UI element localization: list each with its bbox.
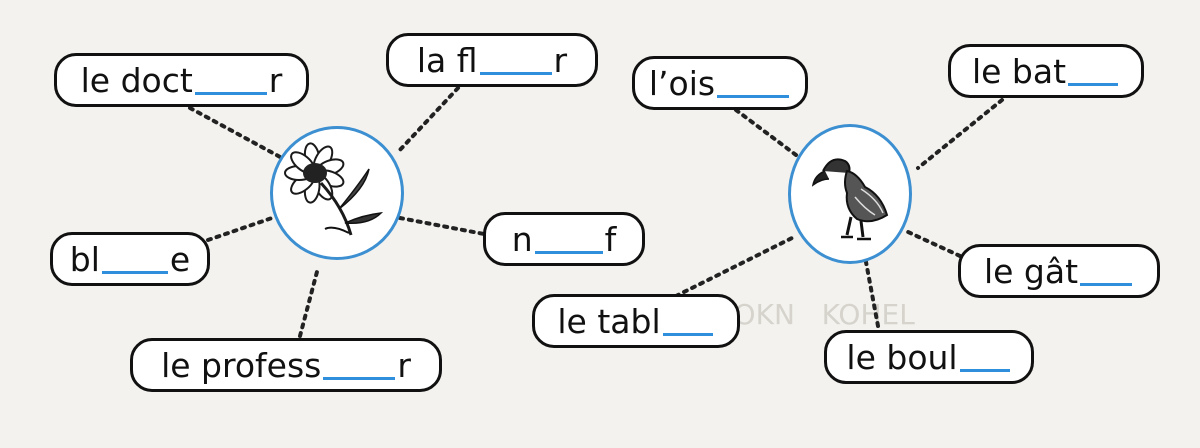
connector-neuf xyxy=(398,216,486,236)
word-prefix: l’ois xyxy=(648,63,716,103)
word-prefix: la fl xyxy=(416,40,478,80)
bird-picture-circle xyxy=(788,124,912,264)
connector-fleur xyxy=(396,86,460,154)
daisy-flower-icon xyxy=(284,142,384,236)
word-prefix: n xyxy=(511,219,533,259)
word-pill-professeur: le profess r xyxy=(130,338,442,392)
word-pill-gateau: le gât xyxy=(958,244,1160,298)
word-prefix: le gât xyxy=(983,251,1079,291)
fill-in-blank[interactable] xyxy=(1068,57,1119,86)
fill-in-blank[interactable] xyxy=(479,46,552,75)
word-pill-doctor: le doct r xyxy=(54,53,309,107)
word-prefix: le doct xyxy=(80,60,193,100)
connector-doctor xyxy=(188,106,284,160)
word-suffix: r xyxy=(397,345,411,385)
word-pill-bateau: le bat xyxy=(948,44,1144,98)
word-pill-bouleau: le boul xyxy=(824,330,1034,384)
word-prefix: le bat xyxy=(971,51,1067,91)
connector-tableau xyxy=(674,234,798,298)
word-pill-bleue: bl e xyxy=(50,232,210,286)
word-suffix: r xyxy=(268,60,283,100)
connector-professeur xyxy=(298,266,320,338)
vulture-bird-icon xyxy=(811,158,889,241)
connector-bleue xyxy=(206,216,274,242)
fill-in-blank[interactable] xyxy=(1080,257,1133,286)
fill-in-blank[interactable] xyxy=(959,343,1010,372)
connector-gateau xyxy=(906,230,962,258)
word-suffix: e xyxy=(169,239,191,279)
word-pill-fleur: la fl r xyxy=(386,33,598,87)
word-prefix: le tabl xyxy=(557,301,661,341)
connector-oiseau xyxy=(734,108,802,160)
fill-in-blank[interactable] xyxy=(534,225,603,254)
connector-bouleau xyxy=(864,260,880,328)
fill-in-blank[interactable] xyxy=(662,307,713,336)
word-pill-oiseau: l’ois xyxy=(632,56,808,110)
word-suffix: r xyxy=(553,40,568,80)
fill-in-blank[interactable] xyxy=(101,245,168,274)
word-prefix: bl xyxy=(69,239,100,279)
word-suffix: f xyxy=(604,219,617,259)
fill-in-blank[interactable] xyxy=(717,69,790,98)
fill-in-blank[interactable] xyxy=(194,66,267,95)
flower-picture-circle xyxy=(270,126,404,260)
fill-in-blank[interactable] xyxy=(323,351,396,380)
word-prefix: le profess xyxy=(161,345,322,385)
word-prefix: le boul xyxy=(846,337,958,377)
word-pill-tableau: le tabl xyxy=(532,294,740,348)
connector-bateau xyxy=(916,98,1004,170)
